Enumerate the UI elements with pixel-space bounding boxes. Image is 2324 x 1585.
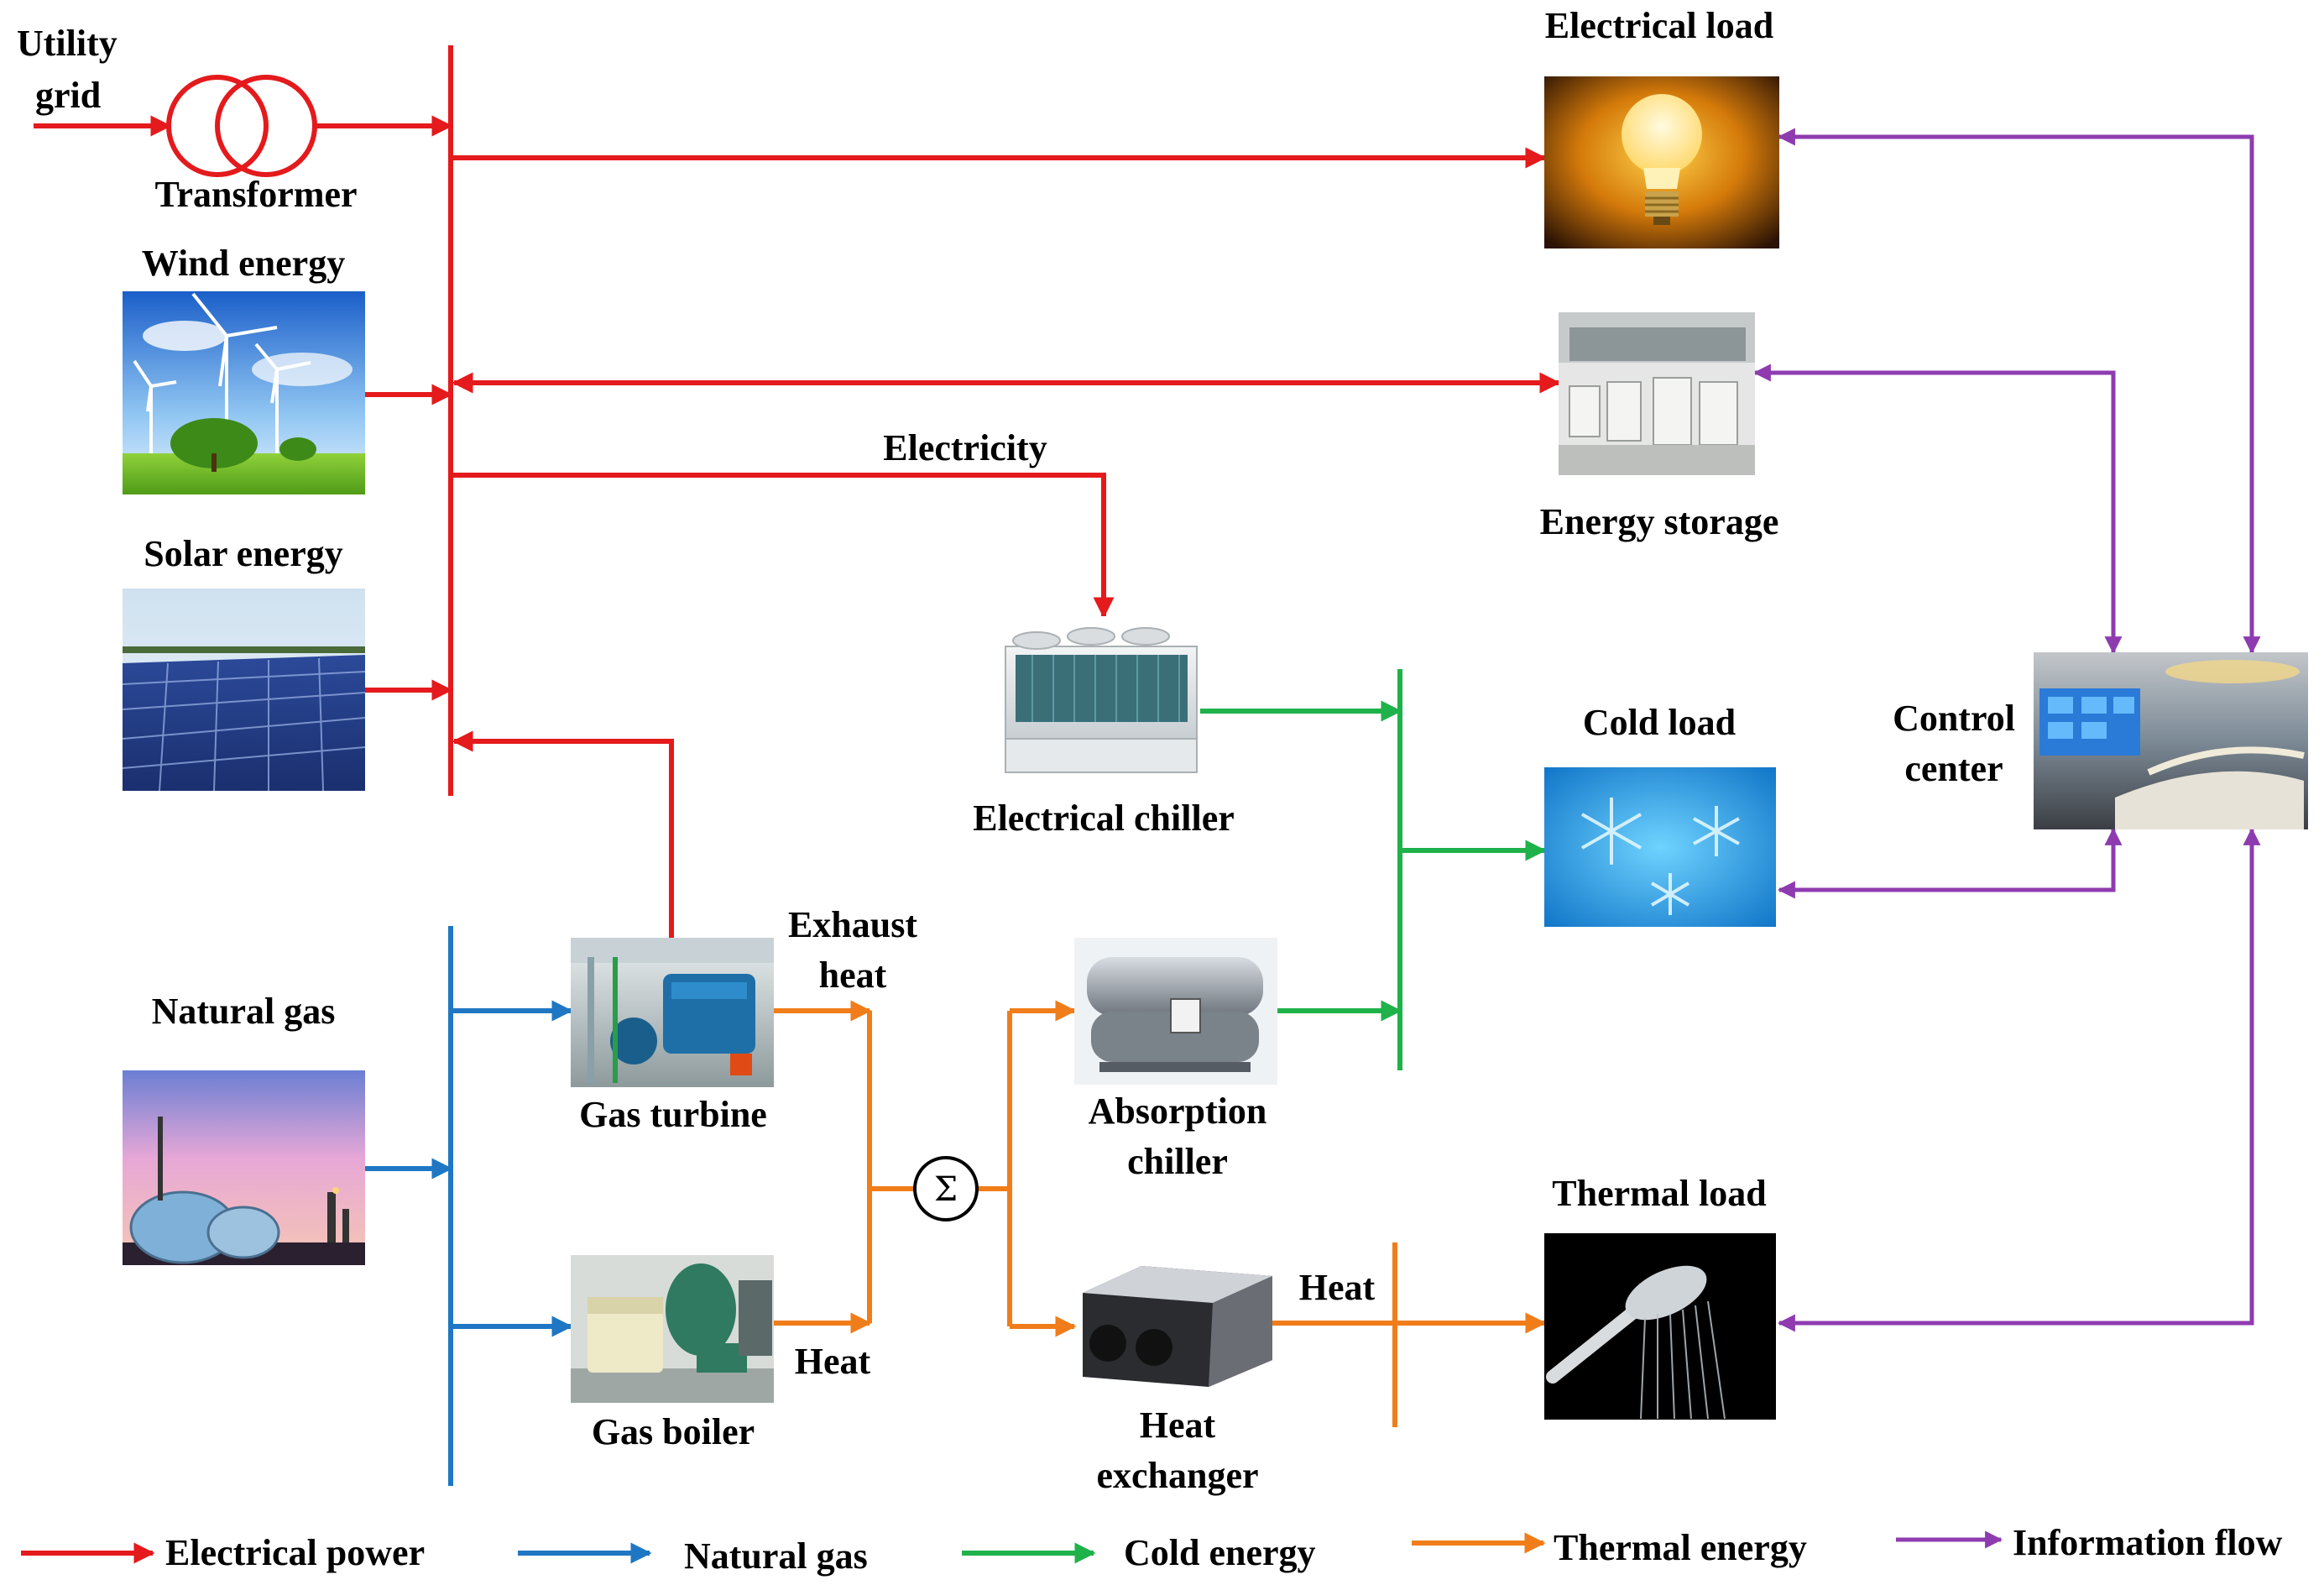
gas-boiler-photo: [571, 1255, 774, 1403]
legend-item-gas: Natural gas: [518, 1535, 868, 1577]
control-center-label-1: Control: [1893, 698, 2015, 739]
exhaust-heat-label-1: Exhaust: [788, 904, 917, 945]
boiler-heat-label: Heat: [795, 1341, 871, 1382]
energy-storage-label: Energy storage: [1540, 501, 1779, 542]
labels: Utility grid Transformer Wind energy Sol…: [17, 5, 2015, 1496]
electrical-load-label: Electrical load: [1545, 5, 1774, 46]
thermal-flows: [774, 1000, 1547, 1427]
thermal-load-label: Thermal load: [1552, 1173, 1766, 1214]
legend-label-electrical: Electrical power: [165, 1532, 425, 1573]
info-electrical-load: [1777, 128, 2261, 655]
info-energy-storage: [1752, 364, 2123, 655]
legend: Electrical power Natural gas Cold energy…: [21, 1522, 2283, 1577]
legend-item-thermal: Thermal energy: [1412, 1527, 1807, 1568]
gas-turbine-to-bus: [452, 730, 674, 938]
wind-turbines-photo: [123, 291, 365, 494]
transformer-icon: [166, 75, 317, 177]
gas-turbine-photo: [571, 938, 774, 1087]
energy-storage-photo: [1559, 312, 1755, 475]
utility-grid-label-2: grid: [35, 75, 101, 116]
control-center-label-2: center: [1904, 748, 2003, 789]
electrical-chiller-label: Electrical chiller: [973, 798, 1235, 839]
heat-exchanger-label-1: Heat: [1140, 1405, 1216, 1446]
bus-to-electrical-chiller: [451, 473, 1115, 619]
gas-turbine-label: Gas turbine: [579, 1094, 767, 1135]
electricity-label: Electricity: [883, 427, 1047, 468]
heat-exchanger-photo: [1083, 1266, 1272, 1387]
absorption-chiller-label-1: Absorption: [1089, 1091, 1267, 1132]
legend-label-info: Information flow: [2013, 1522, 2283, 1563]
legend-item-electrical: Electrical power: [21, 1532, 425, 1573]
gas-plant-photo: [123, 1070, 365, 1265]
gas-flows: [365, 926, 573, 1486]
cold-load-label: Cold load: [1583, 702, 1736, 743]
shower-photo: [1544, 1233, 1776, 1420]
info-flows: [1752, 128, 2261, 1332]
transformer-label: Transformer: [154, 174, 357, 215]
hx-heat-label: Heat: [1299, 1267, 1376, 1308]
exhaust-heat-label-2: heat: [819, 955, 887, 996]
sum-node: Σ: [913, 1156, 979, 1221]
utility-grid-label-1: Utility: [17, 23, 118, 64]
electrical-chiller-photo: [1003, 616, 1200, 781]
sum-symbol: Σ: [934, 1170, 958, 1209]
light-bulb-photo: [1544, 76, 1779, 248]
control-room-photo: [2034, 652, 2308, 829]
legend-label-cold: Cold energy: [1124, 1532, 1316, 1573]
snowflake-photo: [1544, 767, 1776, 927]
heat-exchanger-label-2: exchanger: [1096, 1455, 1258, 1496]
info-thermal-load: [1777, 827, 2261, 1332]
solar-energy-label: Solar energy: [144, 533, 343, 574]
gas-boiler-label: Gas boiler: [592, 1411, 755, 1452]
legend-label-gas: Natural gas: [684, 1535, 868, 1577]
natural-gas-label: Natural gas: [152, 991, 336, 1032]
legend-item-cold: Cold energy: [962, 1532, 1316, 1573]
cold-flows: [1200, 669, 1547, 1070]
info-cold-load: [1777, 827, 2123, 899]
absorption-chiller-label-2: chiller: [1127, 1141, 1228, 1182]
wind-energy-label: Wind energy: [142, 243, 345, 284]
legend-item-info: Information flow: [1896, 1522, 2283, 1563]
electrical-flows: [34, 45, 1561, 938]
absorption-chiller-photo: [1074, 938, 1277, 1085]
solar-panels-photo: [122, 588, 366, 792]
legend-label-thermal: Thermal energy: [1554, 1527, 1807, 1568]
